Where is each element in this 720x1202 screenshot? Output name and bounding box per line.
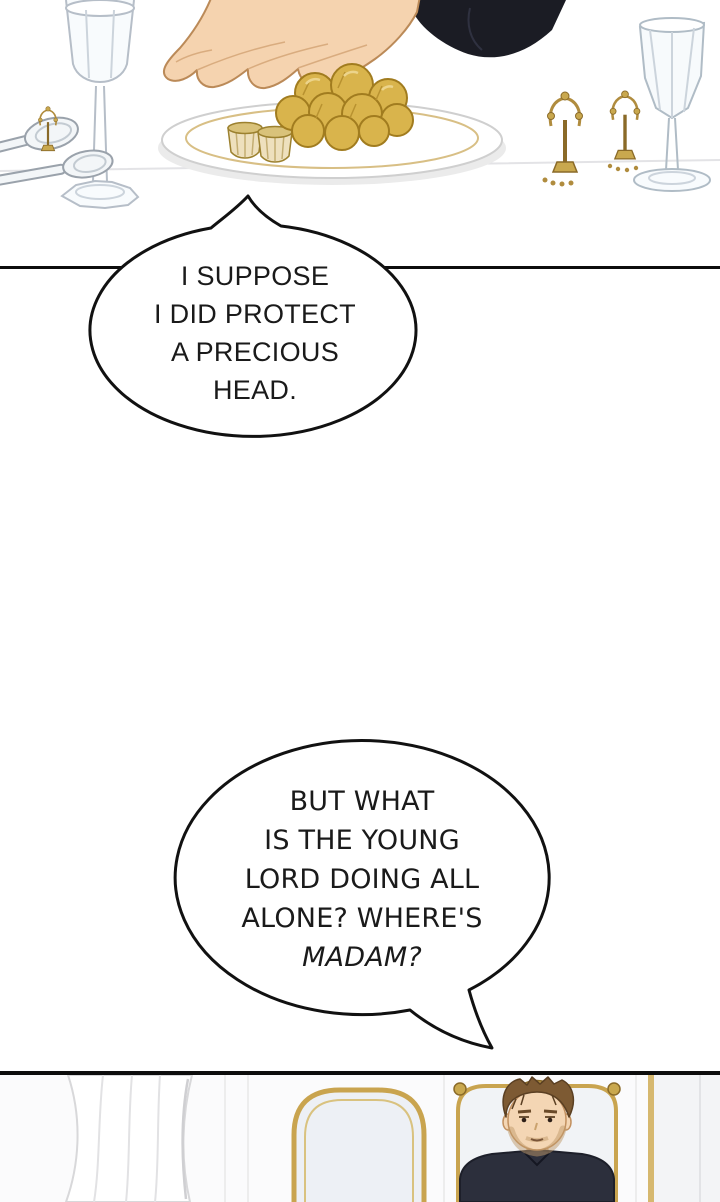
chair-center xyxy=(291,1087,427,1202)
right-pillar xyxy=(648,1075,720,1202)
man-eyebrows xyxy=(517,1109,558,1114)
speech-line: HEAD. xyxy=(212,375,298,405)
man xyxy=(459,1076,615,1202)
food-pastries xyxy=(275,63,414,151)
hair-strands xyxy=(511,1094,557,1110)
speech-line: IS THE YOUNG xyxy=(264,825,460,856)
dining-table-scene xyxy=(0,0,720,268)
man-torso xyxy=(459,1148,615,1202)
man-eye-left xyxy=(521,1117,527,1123)
speech-line: MADAM? xyxy=(302,942,422,973)
sleeve xyxy=(398,0,566,58)
speech-line: ALONE? WHERE'S xyxy=(241,903,483,934)
speech-line: A PRECIOUS xyxy=(170,337,340,367)
gold-cutlery-rest-1 xyxy=(542,90,585,187)
speech-bubble-1-text: I SUPPOSE I DID PROTECT A PRECIOUS HEAD. xyxy=(95,257,415,409)
man-stubble xyxy=(507,1125,567,1157)
panel-border-bottom xyxy=(0,1071,720,1075)
man-eye-right xyxy=(547,1117,553,1123)
speech-bubble-2-text: BUT WHAT IS THE YOUNG LORD DOING ALL ALO… xyxy=(172,782,552,977)
wall-panel-lines xyxy=(224,1075,637,1202)
speech-line: I SUPPOSE xyxy=(180,261,330,291)
wine-glass-left xyxy=(60,0,140,210)
speech-bubble-1 xyxy=(88,194,418,438)
man-mouth xyxy=(530,1138,544,1142)
man-nose xyxy=(534,1122,538,1131)
panel-dining-room xyxy=(0,1074,720,1202)
speech-bubble-2 xyxy=(173,739,551,1050)
man-hair xyxy=(502,1076,575,1118)
panel-dining-table xyxy=(0,0,720,273)
speech-line: I DID PROTECT xyxy=(154,299,356,329)
gold-cutlery-rest-2 xyxy=(607,89,642,173)
speech-line: LORD DOING ALL xyxy=(244,864,480,895)
shirt-collar xyxy=(524,1152,550,1167)
curtain xyxy=(64,1074,194,1202)
wine-glass-right xyxy=(633,17,711,192)
speech-line: BUT WHAT xyxy=(289,786,435,817)
speech-bubble-1-shape xyxy=(88,194,418,438)
dining-room-scene xyxy=(0,1074,720,1202)
speech-bubble-2-shape xyxy=(173,739,551,1050)
dessert-cups xyxy=(227,121,293,163)
spoons xyxy=(0,116,114,195)
